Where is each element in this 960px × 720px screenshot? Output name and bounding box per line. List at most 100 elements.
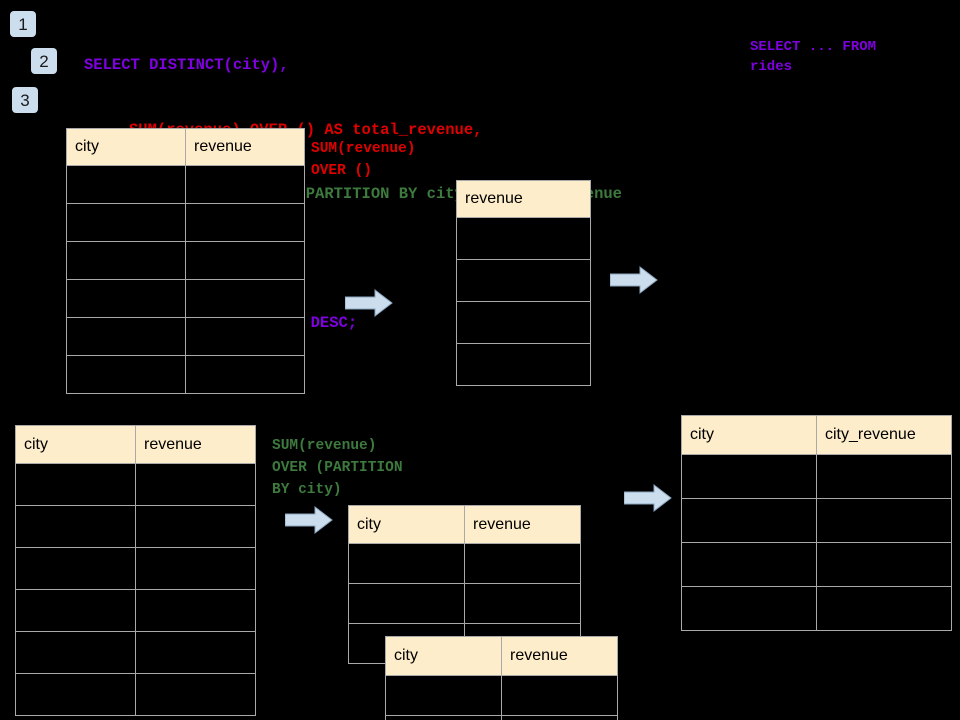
table-row	[15, 631, 256, 674]
table-cell	[66, 165, 186, 204]
table-cell	[185, 203, 305, 242]
table-row	[681, 586, 952, 631]
rides-source-table-bottom: city revenue	[15, 425, 256, 716]
step-badge-2: 2	[31, 48, 57, 74]
table-header-row: revenue	[456, 180, 591, 218]
table-row	[66, 165, 305, 204]
table-cell	[66, 203, 186, 242]
table-row	[456, 343, 591, 386]
table-row	[456, 259, 591, 302]
table-cell	[501, 715, 618, 720]
table-cell	[185, 317, 305, 356]
table-row	[66, 241, 305, 280]
column-header-revenue: revenue	[501, 636, 618, 676]
table-cell	[15, 505, 136, 548]
table-cell	[15, 589, 136, 632]
partition-table-front: city revenue	[385, 636, 618, 720]
table-row	[385, 715, 618, 720]
outer-select-annotation: SELECT ... FROM rides	[750, 39, 877, 75]
table-cell	[681, 454, 817, 499]
table-cell	[135, 589, 256, 632]
column-header-city: city	[385, 636, 502, 676]
rides-source-table-top: city revenue	[66, 128, 305, 394]
column-header-city: city	[348, 505, 465, 544]
table-cell	[185, 355, 305, 394]
table-row	[15, 589, 256, 632]
partition-table-back: city revenue	[348, 505, 581, 664]
table-cell	[185, 279, 305, 318]
column-header-city: city	[681, 415, 817, 455]
table-cell	[816, 586, 952, 631]
column-header-city: city	[15, 425, 136, 464]
table-row	[348, 583, 581, 624]
step-badge-1: 1	[10, 11, 36, 37]
column-header-revenue: revenue	[135, 425, 256, 464]
sql-line-1: SELECT DISTINCT(city),	[84, 56, 289, 74]
table-row	[15, 505, 256, 548]
arrow-total-to-result	[609, 265, 658, 300]
table-cell	[66, 317, 186, 356]
total-revenue-table: revenue	[456, 180, 591, 386]
table-row	[66, 279, 305, 318]
table-cell	[501, 675, 618, 716]
table-row	[15, 673, 256, 716]
table-cell	[135, 505, 256, 548]
table-cell	[135, 631, 256, 674]
table-cell	[66, 241, 186, 280]
table-cell	[348, 543, 465, 584]
column-header-city: city	[66, 128, 186, 166]
table-cell	[135, 463, 256, 506]
table-row	[66, 203, 305, 242]
table-cell	[135, 673, 256, 716]
table-row	[15, 463, 256, 506]
table-cell	[816, 498, 952, 543]
table-cell	[681, 498, 817, 543]
column-header-revenue: revenue	[456, 180, 591, 218]
table-cell	[15, 547, 136, 590]
table-row	[681, 498, 952, 543]
city-revenue-annotation: SUM(revenue) OVER (PARTITION BY city)	[272, 438, 403, 498]
table-cell	[385, 715, 502, 720]
table-header-row: city revenue	[348, 505, 581, 544]
arrow-source-to-total	[344, 288, 393, 323]
arrow-partition-to-result	[623, 483, 672, 518]
table-header-row: city revenue	[385, 636, 618, 676]
table-row	[66, 355, 305, 394]
step-badge-3: 3	[12, 87, 38, 113]
table-cell	[456, 217, 591, 260]
table-cell	[464, 583, 581, 624]
table-header-row: city revenue	[66, 128, 305, 166]
column-header-revenue: revenue	[464, 505, 581, 544]
table-cell	[385, 675, 502, 716]
table-row	[681, 542, 952, 587]
table-cell	[816, 454, 952, 499]
final-result-table: city city_revenue	[681, 415, 952, 631]
table-cell	[456, 343, 591, 386]
table-row	[385, 675, 618, 716]
table-row	[15, 547, 256, 590]
column-header-revenue: revenue	[185, 128, 305, 166]
column-header-city-revenue: city_revenue	[816, 415, 952, 455]
total-revenue-annotation: SUM(revenue) OVER ()	[311, 141, 416, 179]
table-cell	[348, 583, 465, 624]
table-cell	[185, 241, 305, 280]
table-cell	[66, 355, 186, 394]
table-cell	[456, 259, 591, 302]
table-header-row: city revenue	[15, 425, 256, 464]
table-cell	[816, 542, 952, 587]
table-cell	[15, 673, 136, 716]
table-cell	[456, 301, 591, 344]
table-cell	[185, 165, 305, 204]
table-row	[456, 217, 591, 260]
table-cell	[66, 279, 186, 318]
table-cell	[15, 463, 136, 506]
table-cell	[681, 542, 817, 587]
table-cell	[135, 547, 256, 590]
table-row	[66, 317, 305, 356]
table-row	[348, 543, 581, 584]
table-cell	[15, 631, 136, 674]
table-cell	[464, 543, 581, 584]
table-row	[681, 454, 952, 499]
table-cell	[681, 586, 817, 631]
